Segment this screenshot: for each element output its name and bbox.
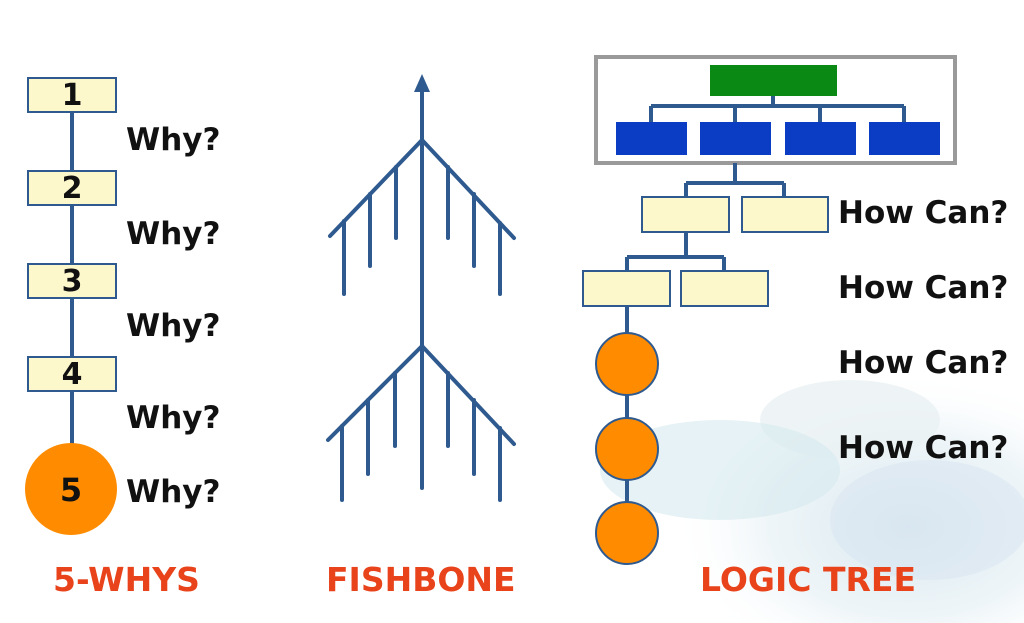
why-box-4-label: 4 xyxy=(61,357,83,392)
logic-tree-blue-box-4 xyxy=(869,122,940,155)
how-can-label-1: How Can? xyxy=(838,195,1009,231)
logic-tree-blue-box-1 xyxy=(616,122,687,155)
why-box-3 xyxy=(27,263,117,299)
logic-tree-circle-3 xyxy=(595,501,659,565)
logic-tree-level3-box-2 xyxy=(680,270,769,307)
why-label-3: Why? xyxy=(126,308,221,344)
how-can-label-3: How Can? xyxy=(838,345,1009,381)
why-circle-5 xyxy=(25,443,117,535)
logic-tree-level2-box-2 xyxy=(741,196,829,233)
logic-tree-circle-1 xyxy=(595,332,659,396)
why-circle-5-label: 5 xyxy=(59,471,83,509)
why-box-1 xyxy=(27,77,117,113)
fishbone-arrowhead xyxy=(414,74,430,92)
why-box-2 xyxy=(27,170,117,206)
logic-tree-caption: LOGIC TREE xyxy=(700,560,916,599)
why-box-4 xyxy=(27,356,117,392)
background-photo-shape xyxy=(830,460,1024,580)
logic-tree-level2-box-1 xyxy=(641,196,730,233)
fishbone-diagram xyxy=(326,74,516,502)
logic-tree-blue-box-3 xyxy=(785,122,856,155)
why-label-5: Why? xyxy=(126,474,221,510)
five-whys-diagram xyxy=(25,77,117,535)
how-can-label-2: How Can? xyxy=(838,270,1009,306)
fishbone-caption: FISHBONE xyxy=(326,560,516,599)
why-box-3-label: 3 xyxy=(61,264,83,299)
logic-tree-root xyxy=(710,65,837,96)
why-label-4: Why? xyxy=(126,400,221,436)
why-label-1: Why? xyxy=(126,122,221,158)
background-photo-shape xyxy=(600,420,840,520)
logic-tree-diagram xyxy=(582,55,957,565)
why-box-1-label: 1 xyxy=(61,78,83,113)
why-label-2: Why? xyxy=(126,216,221,252)
why-box-2-label: 2 xyxy=(61,171,83,206)
logic-tree-blue-box-2 xyxy=(700,122,771,155)
fishbone-branch xyxy=(326,344,424,442)
logic-tree-level3-box-1 xyxy=(582,270,671,307)
how-can-label-4: How Can? xyxy=(838,430,1009,466)
five-whys-caption: 5-WHYS xyxy=(53,560,200,599)
logic-tree-circle-2 xyxy=(595,417,659,481)
